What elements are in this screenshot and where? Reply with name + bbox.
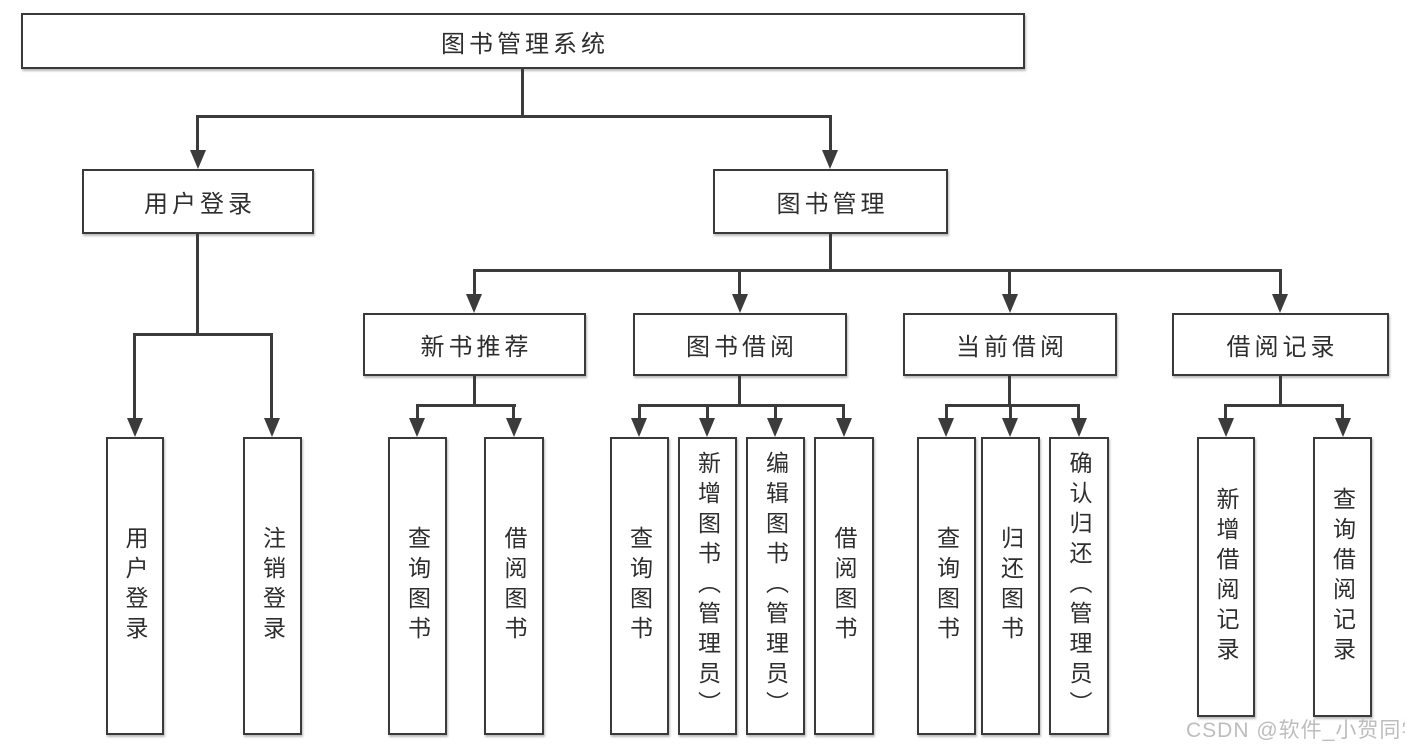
connector-bwborrow-shaft (842, 404, 845, 420)
connector-current-shaft (1008, 269, 1011, 296)
connector-current-bar (945, 404, 1080, 407)
arrow-to-recadd (1218, 418, 1234, 437)
leaf-current-query: 查询图书 (917, 437, 976, 735)
connector-current-drop (1008, 376, 1011, 407)
connector-borrow-shaft (738, 269, 741, 296)
arrow-to-newbooks (466, 294, 482, 313)
arrow-to-userlogin (127, 418, 143, 437)
leaf-current-return: 归还图书 (981, 437, 1040, 735)
leaf-record-add: 新增借阅记录 (1197, 437, 1255, 717)
connector-curconfirm-shaft (1077, 404, 1080, 420)
leaf-newbook-query-label: 查询图书 (404, 526, 431, 646)
leaf-logout: 注销登录 (243, 437, 302, 735)
leaf-borrow-borrow-label: 借阅图书 (831, 526, 857, 646)
arrow-to-nbborrow (506, 418, 522, 437)
connector-logout-shaft (270, 333, 273, 420)
connector-bwquery-shaft (638, 404, 641, 420)
connector-bookmgmt-drop (829, 234, 832, 272)
node-user-login-group-label: 用户登录 (144, 191, 256, 218)
node-borrowing-records: 借阅记录 (1172, 313, 1389, 376)
arrow-to-borrow (732, 294, 748, 313)
connector-records-bar (1224, 404, 1344, 407)
leaf-current-return-label: 归还图书 (997, 526, 1024, 646)
node-new-book-recommend: 新书推荐 (363, 313, 586, 376)
arrow-to-bwborrow (836, 418, 852, 437)
arrow-to-bookmgmt (822, 150, 838, 169)
arrow-to-login (190, 150, 206, 169)
node-book-management-label: 图书管理 (776, 191, 889, 218)
leaf-borrow-add-admin: 新增图书（管理员） (678, 437, 737, 735)
arrow-to-current (1002, 294, 1018, 313)
node-borrowing-records-label: 借阅记录 (1226, 334, 1339, 361)
connector-newbooks-bar (416, 404, 516, 407)
csdn-watermark: CSDN @软件_小贺同学 (1186, 719, 1405, 742)
connector-login-bar (133, 333, 273, 336)
leaf-current-confirm-admin: 确认归还（管理员） (1049, 437, 1109, 735)
leaf-record-query: 查询借阅记录 (1313, 437, 1372, 717)
node-library-system: 图书管理系统 (21, 13, 1025, 69)
arrow-to-recquery (1335, 418, 1351, 437)
arrow-to-bwadd (699, 418, 715, 437)
node-library-system-label: 图书管理系统 (441, 30, 609, 58)
connector-newbooks-shaft (473, 269, 476, 296)
node-current-borrowing: 当前借阅 (903, 313, 1117, 376)
leaf-user-login-label: 用户登录 (122, 526, 148, 646)
connector-login-shaft (196, 115, 199, 152)
connector-bwedit-shaft (774, 404, 777, 420)
connector-curquery-shaft (945, 404, 948, 420)
connector-bookmgmt-shaft (829, 115, 832, 152)
arrow-to-records (1272, 294, 1288, 313)
connector-level3-bar (473, 269, 1282, 272)
leaf-current-query-label: 查询图书 (933, 526, 960, 646)
connector-recquery-shaft (1341, 404, 1344, 420)
leaf-newbook-borrow-label: 借阅图书 (501, 526, 527, 646)
connector-records-drop (1279, 376, 1282, 407)
leaf-current-confirm-admin-label: 确认归还（管理员） (1066, 451, 1092, 721)
connector-recadd-shaft (1224, 404, 1227, 420)
arrow-to-nbquery (409, 418, 425, 437)
node-current-borrowing-label: 当前借阅 (956, 334, 1068, 361)
arrow-to-logout (264, 418, 280, 437)
leaf-record-query-label: 查询借阅记录 (1329, 487, 1356, 667)
arrow-to-bwquery (631, 418, 647, 437)
connector-records-shaft (1279, 269, 1282, 296)
node-user-login-group: 用户登录 (82, 169, 314, 234)
leaf-record-add-label: 新增借阅记录 (1213, 487, 1239, 667)
leaf-newbook-borrow: 借阅图书 (484, 437, 544, 735)
connector-nbborrow-shaft (512, 404, 515, 420)
connector-curreturn-shaft (1009, 404, 1012, 420)
leaf-borrow-add-admin-label: 新增图书（管理员） (694, 451, 721, 721)
leaf-logout-label: 注销登录 (259, 526, 286, 646)
connector-root-bar (196, 115, 832, 118)
arrow-to-curconfirm (1071, 418, 1087, 437)
node-new-book-recommend-label: 新书推荐 (420, 334, 533, 361)
connector-nbquery-shaft (416, 404, 419, 420)
node-book-borrowing: 图书借阅 (633, 313, 847, 376)
leaf-borrow-borrow: 借阅图书 (814, 437, 874, 735)
node-book-management: 图书管理 (713, 169, 948, 234)
arrow-to-bwedit (767, 418, 783, 437)
connector-root-drop (521, 68, 524, 118)
leaf-newbook-query: 查询图书 (388, 437, 447, 735)
leaf-borrow-query: 查询图书 (610, 437, 669, 735)
connector-userlogin-shaft (133, 333, 136, 420)
connector-borrow-drop (738, 376, 741, 407)
leaf-borrow-query-label: 查询图书 (626, 526, 653, 646)
connector-newbooks-drop (473, 376, 476, 407)
connector-login-drop (196, 234, 199, 336)
connector-bwadd-shaft (706, 404, 709, 420)
arrow-to-curquery (938, 418, 954, 437)
connector-borrow-bar (638, 404, 845, 407)
leaf-user-login: 用户登录 (106, 437, 164, 735)
arrow-to-curreturn (1002, 418, 1018, 437)
leaf-borrow-edit-admin-label: 编辑图书（管理员） (762, 451, 789, 721)
node-book-borrowing-label: 图书借阅 (686, 334, 798, 361)
leaf-borrow-edit-admin: 编辑图书（管理员） (746, 437, 805, 735)
